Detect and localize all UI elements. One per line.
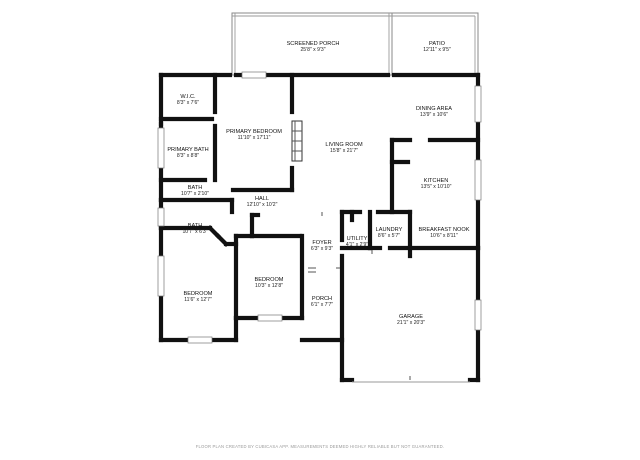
dims-bedroom-1: 11'6" x 12'7" (184, 297, 212, 303)
dims-primary-bath: 8'3" x 8'8" (177, 153, 199, 159)
dims-living-room: 15'8" x 21'7" (330, 148, 358, 154)
label-wic: W.I.C. (180, 94, 196, 100)
door-markers (308, 212, 373, 273)
dims-bedroom-2: 10'3" x 12'8" (255, 283, 283, 289)
label-foyer: FOYER (312, 240, 331, 246)
label-utility: UTILITY (347, 236, 368, 242)
dims-garage: 21'1" x 20'3" (397, 320, 425, 326)
dims-porch: 6'1" x 7'7" (311, 302, 333, 308)
dims-patio: 12'11" x 9'5" (423, 47, 451, 53)
label-patio: PATIO (429, 41, 446, 47)
label-primary-bath: PRIMARY BATH (167, 147, 208, 153)
label-bath-1: BATH (188, 185, 203, 191)
dims-screened-porch: 25'8" x 9'3" (300, 47, 325, 53)
garage-door (352, 376, 470, 383)
dims-wic: 8'3" x 7'6" (177, 100, 199, 106)
label-bedroom-1: BEDROOM (184, 291, 213, 297)
label-porch: PORCH (312, 296, 332, 302)
dims-dining-area: 13'9" x 10'6" (420, 112, 448, 118)
dims-primary-bedroom: 11'10" x 17'11" (238, 135, 271, 141)
patio-outline (392, 12, 479, 75)
dims-bath-2: 10'7" x 6'3" (182, 229, 207, 235)
windows (157, 71, 482, 344)
label-dining-area: DINING AREA (416, 106, 452, 112)
label-laundry: LAUNDRY (376, 227, 403, 233)
label-hall: HALL (255, 196, 269, 202)
dims-bath-1: 10'7" x 2'10" (181, 191, 209, 197)
dims-kitchen: 13'5" x 10'10" (421, 184, 452, 190)
label-kitchen: KITCHEN (424, 178, 449, 184)
dims-utility: 4'1" x 2'9" (346, 242, 368, 248)
label-screened-porch: SCREENED PORCH (287, 41, 340, 47)
dims-hall: 12'10" x 10'2" (247, 202, 278, 208)
room-labels: SCREENED PORCH 25'8" x 9'3" PATIO 12'11"… (167, 41, 469, 326)
label-bath-2: BATH (188, 223, 203, 229)
label-breakfast-nook: BREAKFAST NOOK (419, 227, 470, 233)
label-primary-bedroom: PRIMARY BEDROOM (226, 129, 282, 135)
dims-foyer: 6'3" x 9'3" (311, 246, 333, 252)
label-bedroom-2: BEDROOM (255, 277, 284, 283)
label-living-room: LIVING ROOM (325, 142, 363, 148)
label-garage: GARAGE (399, 314, 423, 320)
dims-breakfast-nook: 10'6" x 8'11" (430, 233, 458, 239)
dims-laundry: 8'6" x 5'7" (378, 233, 400, 239)
disclaimer-text: FLOOR PLAN CREATED BY CUBICASA APP. MEAS… (196, 444, 445, 449)
